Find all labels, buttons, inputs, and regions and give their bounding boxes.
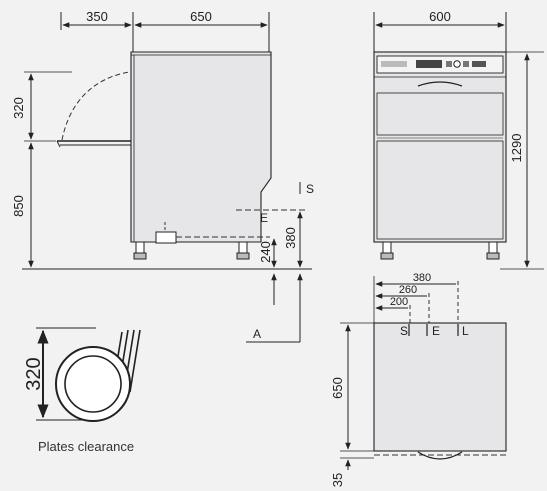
button [463,61,469,67]
foot [135,241,145,254]
door-handle-plan [417,451,463,460]
machine-plan-body [373,322,507,452]
door-open [56,140,61,148]
drain-outlet [155,231,177,244]
button [446,61,452,67]
letter-s-plan: S [400,324,408,338]
dim-260: 260 [399,284,417,296]
dim-380-plan: 380 [413,272,431,284]
machine-side-body [130,51,272,243]
door-panel [376,92,504,136]
door-swing-arc [61,71,130,141]
dim-320-door: 320 [11,97,26,119]
power-button [453,60,461,68]
dim-350: 350 [86,9,108,24]
plate-inner [64,355,122,413]
dim-850: 850 [11,195,26,217]
dim-600: 600 [429,9,451,24]
dim-650-plan: 650 [330,377,345,399]
dim-200: 200 [390,296,408,308]
dim-240: 240 [258,241,273,263]
plates-caption: Plates clearance [38,439,134,454]
dim-1290: 1290 [509,134,524,163]
letter-l-plan: L [462,324,469,338]
machine-front-body [373,51,507,243]
dim-320-plate: 320 [23,357,45,390]
plan-view: 380 260 200 S E L 650 35 [330,272,507,487]
dim-650-side: 650 [190,9,212,24]
brand-plate [381,61,407,67]
foot [488,241,498,254]
side-view: 350 650 320 850 S [11,9,314,343]
dim-380-side: 380 [283,227,298,249]
display [416,60,442,68]
rack-wire [129,329,141,393]
dim-35: 35 [330,473,345,487]
letter-e-plan: E [432,324,440,338]
foot-pad [133,252,147,260]
letter-e-side: E [260,211,268,225]
front-view: 600 1290 [373,9,544,270]
foot-pad [380,252,394,260]
letter-a: A [253,327,261,341]
plates-clearance: 320 Plates clearance [23,327,141,454]
foot [382,241,392,254]
letter-s-side: S [306,182,314,196]
foot [238,241,248,254]
lower-panel [376,140,504,240]
button [472,61,486,67]
foot-pad [236,252,250,260]
door-handle [417,81,463,87]
foot-pad [486,252,500,260]
